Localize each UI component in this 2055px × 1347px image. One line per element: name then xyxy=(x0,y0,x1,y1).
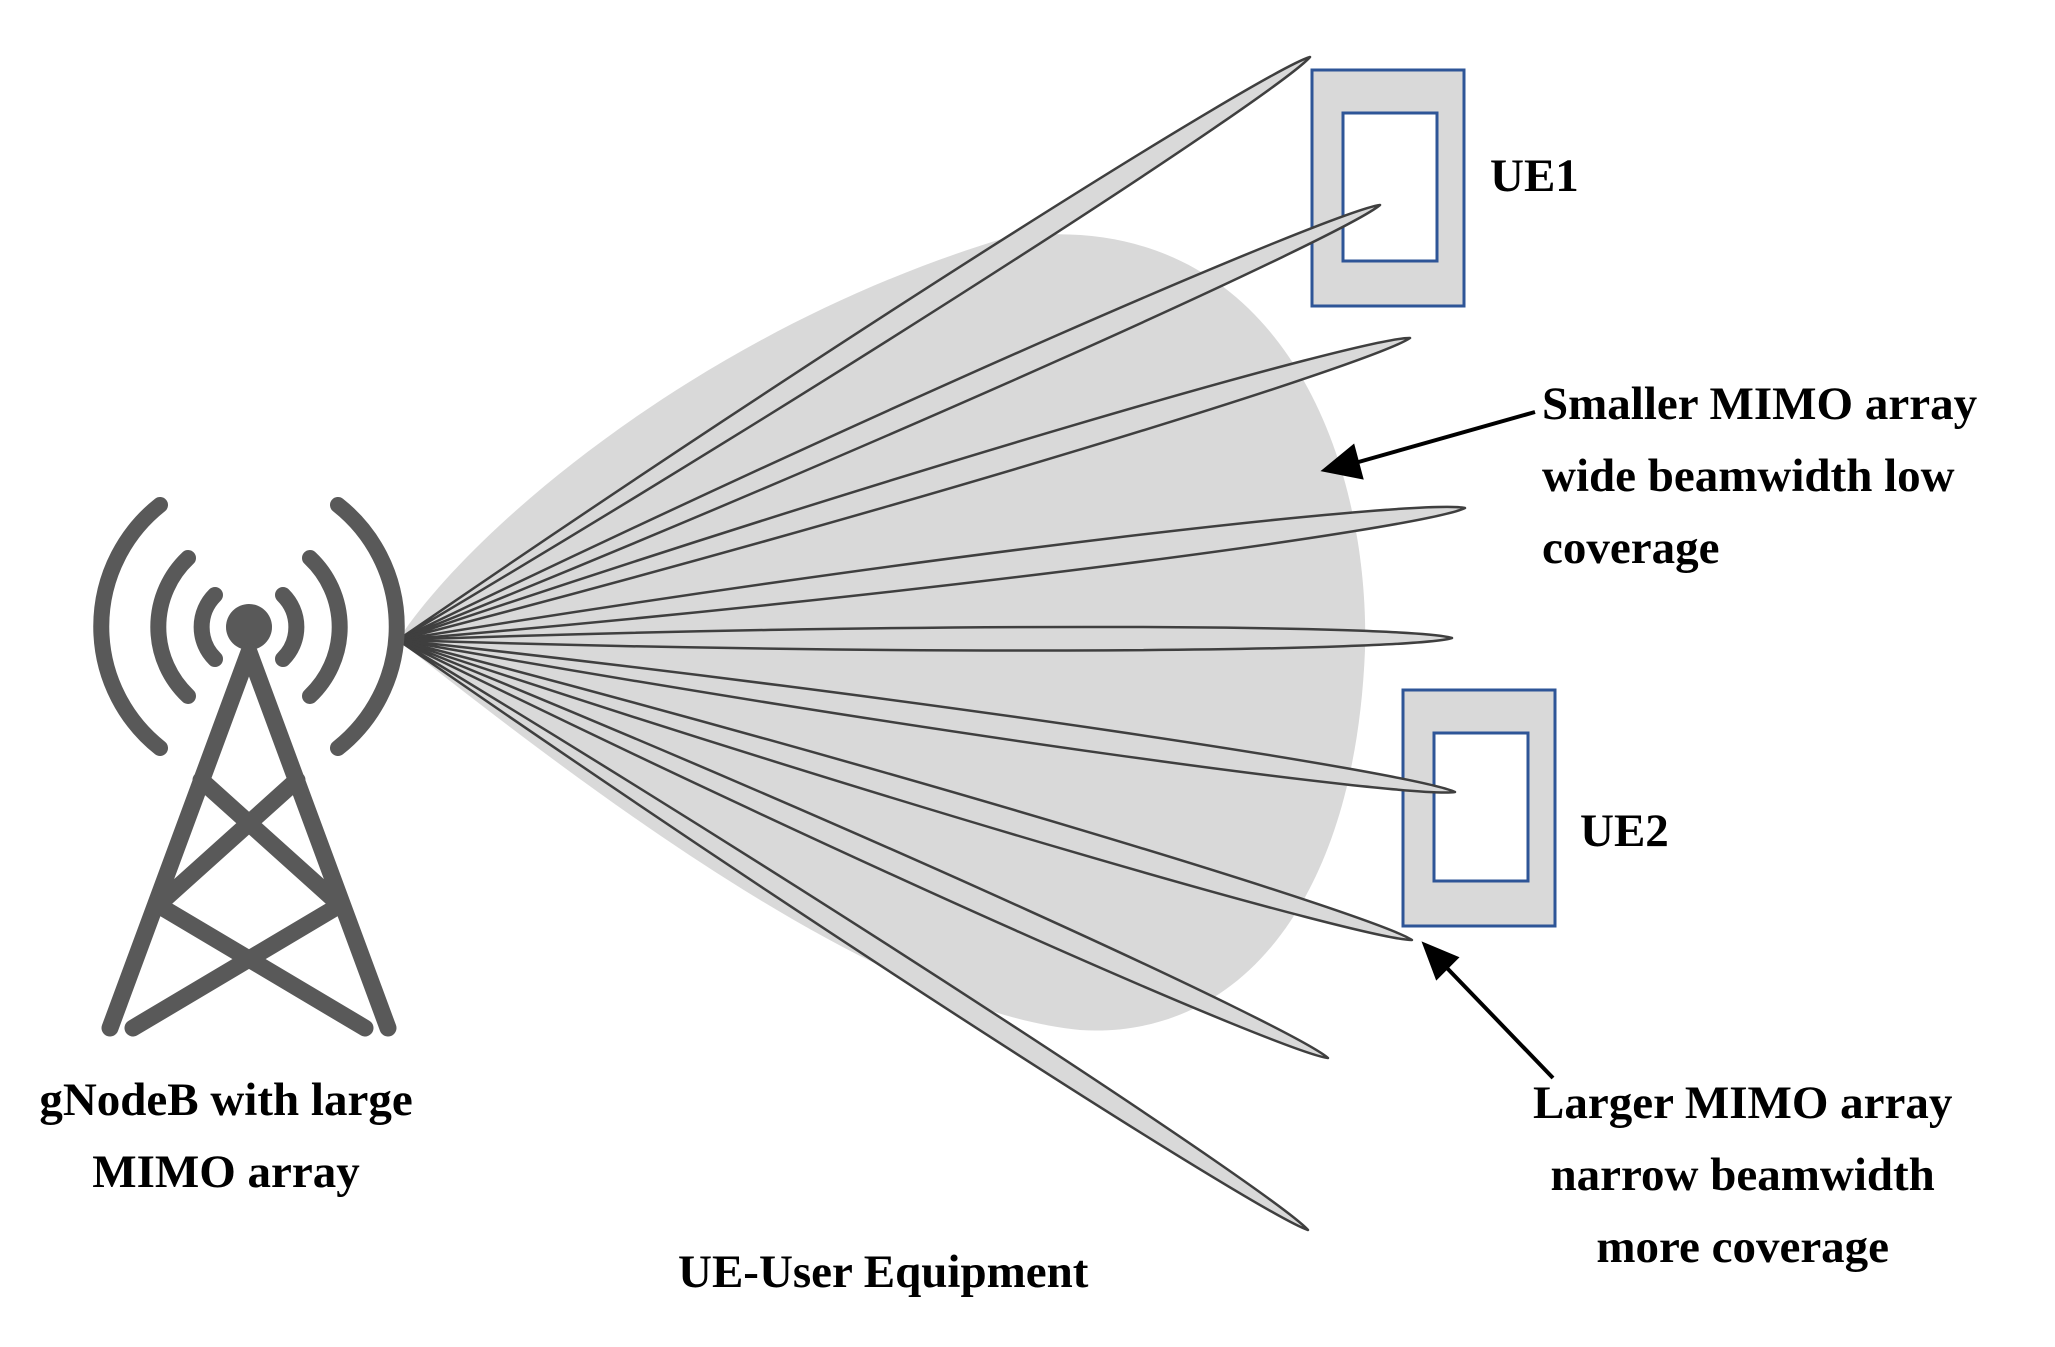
beam-lobe xyxy=(396,638,1457,794)
signal-wave-icon xyxy=(302,550,348,704)
large-array-arrow xyxy=(1444,965,1555,1080)
beam-lobe xyxy=(396,55,1312,642)
small-array-line-3: coverage xyxy=(1542,522,1720,574)
beam-lobe xyxy=(396,638,1330,1060)
beam-lobe xyxy=(396,638,1414,942)
tower-antenna-head xyxy=(226,604,272,650)
ue2-label: UE2 xyxy=(1580,805,1669,857)
narrow-beams xyxy=(396,55,1467,1232)
signal-wave-icon xyxy=(193,587,223,667)
signal-wave-icon xyxy=(150,550,196,704)
mobile-device-icon xyxy=(1310,68,1466,308)
gnodeb-line-1: gNodeB with large xyxy=(39,1074,413,1126)
beam-lobe xyxy=(396,625,1454,652)
beam-lobe xyxy=(396,336,1412,642)
large-array-line-1: Larger MIMO array xyxy=(1533,1077,1953,1129)
large-array-line-2: narrow beamwidth xyxy=(1550,1149,1935,1201)
tower-frame xyxy=(101,643,397,1037)
large-array-line-3: more coverage xyxy=(1596,1221,1890,1273)
ue2-device xyxy=(1401,688,1557,928)
signal-wave-icon xyxy=(93,497,168,756)
ue1-device xyxy=(1310,68,1466,308)
gnodeb-label: gNodeB with large MIMO array xyxy=(36,1064,416,1208)
small-array-arrow xyxy=(1354,410,1536,465)
ue2-screen xyxy=(1432,731,1530,883)
arrow-head-icon xyxy=(1320,443,1364,480)
ue1-screen xyxy=(1341,111,1439,263)
arrow-head-icon xyxy=(1421,941,1460,981)
gnodeb-line-2: MIMO array xyxy=(92,1146,360,1198)
annotation-arrows xyxy=(1320,410,1555,1080)
cell-tower-icon xyxy=(93,497,405,1037)
large-array-label: Larger MIMO array narrow beamwidth more … xyxy=(1533,1067,1952,1283)
signal-wave-icon xyxy=(330,497,405,756)
signal-wave-icon xyxy=(275,587,305,667)
small-array-label: Smaller MIMO array wide beamwidth low co… xyxy=(1542,368,1977,584)
legend-label: UE-User Equipment xyxy=(678,1246,1089,1298)
small-array-line-1: Smaller MIMO array xyxy=(1542,378,1978,430)
beam-lobe xyxy=(396,203,1382,642)
ue1-label: UE1 xyxy=(1490,150,1579,202)
beam-lobe xyxy=(396,505,1467,642)
small-array-line-2: wide beamwidth low xyxy=(1542,450,1955,502)
beam-lobe xyxy=(396,638,1310,1232)
